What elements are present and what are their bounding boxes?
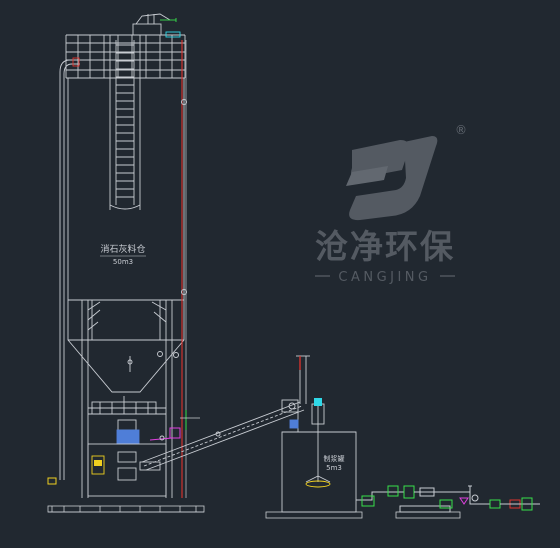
pump-skid xyxy=(356,485,540,513)
control-cabinet xyxy=(87,443,167,497)
pipe-nozzle-yellow xyxy=(47,477,57,485)
slurry-tank xyxy=(281,355,357,513)
silo-cone xyxy=(67,300,185,393)
tank-label: 制浆罐 xyxy=(324,454,345,463)
watermark-logo: ® 沧净环保 CANGJING xyxy=(315,123,467,285)
silo-capacity: 50m3 xyxy=(113,258,133,266)
tank-capacity: 5m3 xyxy=(326,464,342,472)
watermark-logo-icon xyxy=(346,136,438,221)
tank-agitator-motor xyxy=(314,398,322,406)
registered-mark: ® xyxy=(455,123,467,137)
watermark-brand-cn: 沧净环保 xyxy=(315,227,455,266)
lime-silo xyxy=(59,13,186,498)
silo-ladder xyxy=(109,35,141,210)
silo-top-railing xyxy=(65,34,186,79)
screw-conveyor xyxy=(141,399,305,471)
ground-foundation xyxy=(47,505,461,519)
watermark-brand-en: CANGJING xyxy=(338,270,431,285)
fill-pipe xyxy=(59,59,80,480)
conveyor-inlet-valves xyxy=(149,410,200,441)
silo-dust-collector xyxy=(132,13,181,38)
silo-label: 消石灰料仓 xyxy=(100,243,145,255)
